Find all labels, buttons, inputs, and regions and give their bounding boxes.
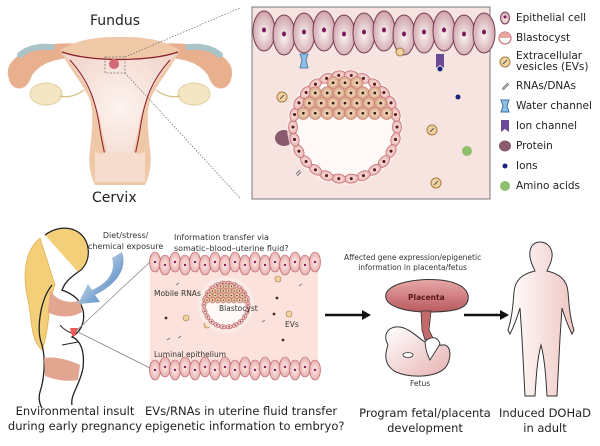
fetus-label: Fetus (410, 379, 431, 388)
epithelial-cell (352, 12, 376, 54)
fundus-label: Fundus (90, 13, 141, 29)
extracellular-vesicle (274, 275, 282, 283)
epithelial-cell (452, 14, 476, 56)
blastocyst (287, 69, 403, 185)
amino-acid-particle (462, 146, 472, 156)
legend-item-amino-acids: Amino acids (498, 176, 600, 196)
epithelial-cell-icon (498, 11, 512, 25)
epithelial-cell (412, 12, 436, 54)
blastocyst-icon (498, 31, 512, 45)
blastocyst-small (198, 277, 254, 333)
particle (275, 296, 279, 300)
luminal-epithelium-label: Luminal epithelium (154, 350, 227, 359)
ion-particle (455, 94, 461, 100)
placenta-label: Placenta (408, 293, 445, 302)
legend-item-epithelial-cell: Epithelial cell (498, 8, 600, 28)
epithelial-cell-layer (252, 10, 496, 69)
legend-item-evs: Extracellular vesicles (EVs) (498, 48, 600, 76)
legend-item-rnas-dnas: RNAs/DNAs (498, 76, 600, 96)
epithelial-cell (392, 14, 416, 56)
legend: Epithelial cell Blastocyst Extracellular… (498, 8, 600, 196)
cervix-label: Cervix (92, 190, 137, 206)
epithelial-cell (472, 12, 496, 54)
uterine-lumen-section (149, 251, 321, 381)
luminal-epithelium-top (149, 251, 321, 276)
rna-dna-fragment (295, 169, 302, 177)
placenta-fetus-illustration (385, 279, 469, 377)
ion-particle (437, 66, 443, 72)
water-channel-icon (299, 53, 309, 69)
extracellular-vesicle-icon (498, 55, 512, 69)
evs-label: EVs (285, 320, 299, 329)
epithelial-cell (312, 10, 336, 52)
epithelial-cell (292, 12, 316, 54)
legend-item-ion-channel: Ion channel (498, 116, 600, 136)
uterus-illustration (7, 37, 233, 185)
exposure-label: Diet/stress/ chemical exposure (88, 231, 164, 251)
extracellular-vesicle (395, 47, 405, 57)
amino-acid-icon (498, 179, 512, 193)
water-channel-icon (498, 99, 512, 113)
epithelial-cell (432, 10, 456, 52)
pregnant-woman-illustration (24, 227, 124, 409)
epithelial-cell (372, 10, 396, 52)
protein-icon (498, 139, 512, 153)
rna-dna-icon (498, 79, 512, 93)
arrow-right-icon (325, 310, 371, 320)
extracellular-vesicle (285, 310, 293, 318)
extracellular-vesicle (276, 91, 288, 103)
exposure-arrow-icon (78, 252, 124, 304)
placenta-note: Affected gene expression/epigenetic info… (344, 253, 482, 272)
uterine-lumen-zoom-panel (251, 6, 496, 200)
callout-line (75, 330, 151, 369)
legend-item-water-channel: Water channel (498, 96, 600, 116)
transfer-question-label: Information transfer via somatic–blood–u… (174, 233, 289, 253)
rna-fragment (175, 282, 180, 286)
legend-item-blastocyst: Blastocyst (498, 28, 600, 48)
arrow-right-icon (464, 310, 509, 320)
rna-fragment (166, 337, 171, 341)
particle (281, 338, 285, 342)
epithelial-cell (272, 14, 296, 56)
rna-fragment (177, 335, 182, 339)
particle (272, 312, 276, 316)
zoom-guide-line (124, 72, 241, 199)
extracellular-vesicle (430, 177, 442, 189)
ion-channel-icon (436, 54, 444, 68)
mobile-rnas-label: Mobile RNAs (154, 289, 201, 298)
extracellular-vesicle (182, 314, 190, 322)
extracellular-vesicle (426, 124, 438, 136)
adult-human-silhouette (507, 241, 575, 397)
blastocyst-label: Blastocyst (219, 304, 258, 313)
epithelial-cell (332, 14, 356, 56)
epithelial-cell (252, 10, 276, 52)
ion-channel-icon (498, 119, 512, 133)
legend-item-ions: Ions (498, 156, 600, 176)
particle (164, 316, 168, 320)
rna-fragment (261, 319, 266, 323)
luminal-epithelium-bottom (149, 356, 321, 381)
ion-dot-icon (498, 159, 512, 173)
callout-line (75, 261, 151, 332)
rna-fragment (298, 283, 303, 287)
legend-item-protein: Protein (498, 136, 600, 156)
